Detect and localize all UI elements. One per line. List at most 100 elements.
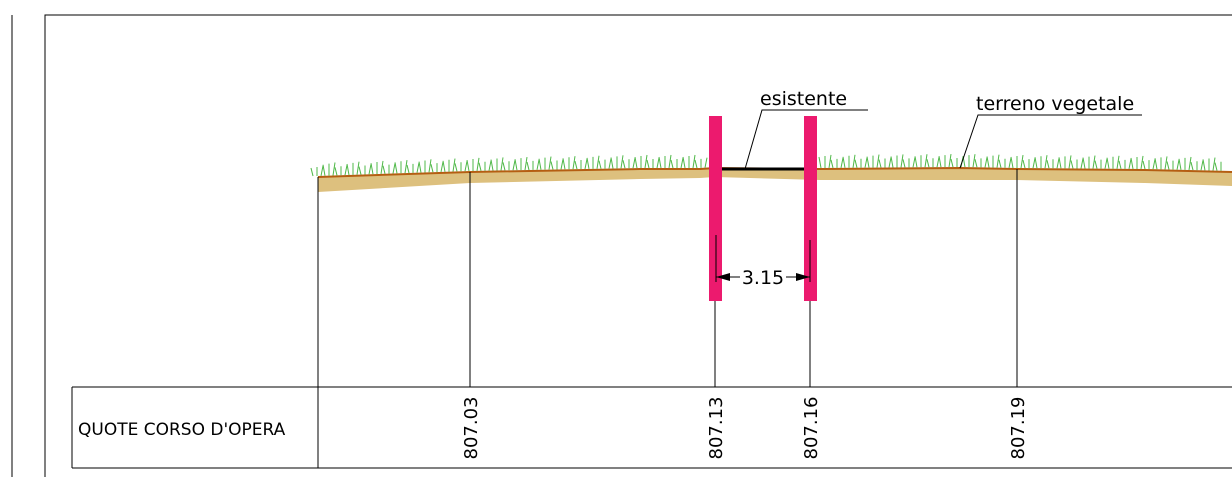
grass-blade (1022, 159, 1026, 169)
grass-blade (1056, 158, 1060, 169)
grass-blade (368, 164, 372, 175)
dimension-arrow-left (716, 273, 730, 281)
grass-blade (1116, 155, 1120, 169)
grass-blade (394, 162, 398, 174)
grass-blade (1094, 160, 1098, 169)
grass-blade (380, 160, 384, 175)
grass-blade (1178, 158, 1182, 170)
pile-left (709, 116, 722, 301)
grass-blade (610, 157, 614, 169)
grass-blade (670, 159, 674, 169)
topsoil-leader (959, 114, 1142, 169)
grass-blade (1142, 160, 1146, 170)
grass-blade (416, 162, 420, 173)
grass-blade (658, 156, 662, 169)
grass-blade (1214, 162, 1218, 171)
grass-blade (1166, 161, 1170, 170)
grass-blade (1128, 158, 1132, 169)
grass-blade (1010, 156, 1014, 169)
elevation-label: 807.19 (1008, 397, 1029, 460)
grass-blade (466, 159, 470, 172)
drawing-frame (44, 14, 1232, 477)
grass-blade (452, 158, 456, 172)
grass-blade (1058, 157, 1062, 169)
grass-blade (1020, 154, 1024, 169)
grass-blade (646, 159, 650, 169)
grass-blade (608, 158, 612, 169)
grass-blade (950, 158, 954, 168)
grass-blade (1118, 160, 1122, 169)
grass-blade (574, 160, 578, 170)
grass-blade (406, 164, 410, 174)
grass-blade (694, 159, 698, 169)
existing-label: esistente (760, 88, 847, 110)
grass-blade (440, 161, 444, 173)
grass-blade (490, 159, 494, 171)
grass-blade (1130, 157, 1134, 169)
grass-blade (1080, 158, 1084, 169)
grass-blade (1070, 160, 1074, 169)
grass-blade (972, 154, 976, 168)
grass-blade (332, 162, 336, 176)
grass-blade (346, 163, 350, 176)
grass-blade (310, 167, 314, 177)
grass-blade (1032, 158, 1036, 169)
grass-blade (1190, 161, 1194, 171)
grass-blade (900, 154, 904, 168)
grass-blade (1152, 159, 1156, 170)
grass-blade (984, 157, 988, 168)
grass-blade (926, 159, 930, 168)
grass-blade (692, 154, 696, 169)
grass-blade (524, 156, 528, 171)
dimension-value: 3.15 (742, 267, 784, 289)
grass-blade (634, 156, 638, 169)
grass-blade (1200, 160, 1204, 171)
grass-blade (842, 156, 846, 168)
grass-blade (356, 161, 360, 175)
grass-blade (476, 157, 480, 171)
grass-blade (454, 163, 458, 172)
grass-blade (344, 165, 348, 176)
grass-blade (622, 160, 626, 169)
grass-blade (392, 163, 396, 174)
grass-blade (488, 160, 492, 171)
grass-blade (418, 161, 422, 173)
grass-blade (370, 163, 374, 175)
grass-blade (598, 160, 602, 169)
grass-blade (888, 157, 892, 168)
grass-blade (830, 159, 834, 169)
grass-blade (500, 157, 504, 171)
grass-blade (514, 159, 518, 171)
grass-blade (854, 159, 858, 168)
grass-blade (334, 167, 338, 176)
grass-blade (620, 155, 624, 169)
grass-blade (912, 157, 916, 168)
grass-blade (536, 159, 540, 170)
grass-blade (902, 159, 906, 168)
grass-blade (584, 158, 588, 170)
grass-blade (1092, 155, 1096, 169)
grass-blade (1140, 155, 1144, 170)
grass-blade (382, 165, 386, 174)
table-row-label: QUOTE CORSO D'OPERA (78, 420, 286, 440)
grass-blade (974, 159, 978, 168)
grass-blade (1046, 160, 1050, 169)
grass-blade (512, 160, 516, 171)
grass-blade (1008, 157, 1012, 168)
grass-blade (538, 158, 542, 170)
grass-blade (986, 156, 990, 168)
grass-blade (890, 156, 894, 168)
grass-blade (924, 154, 928, 168)
grass-blade (644, 154, 648, 169)
grass-blade (682, 156, 686, 169)
grass-blade (1164, 156, 1168, 170)
grass-blade (596, 155, 600, 169)
grass-blade (1068, 155, 1072, 169)
grass-blade (878, 159, 882, 168)
grass-blade (560, 159, 564, 170)
grass-blade (996, 154, 1000, 168)
grass-blade (936, 157, 940, 168)
grass-blade (1188, 156, 1192, 171)
grass-blade (864, 157, 868, 168)
